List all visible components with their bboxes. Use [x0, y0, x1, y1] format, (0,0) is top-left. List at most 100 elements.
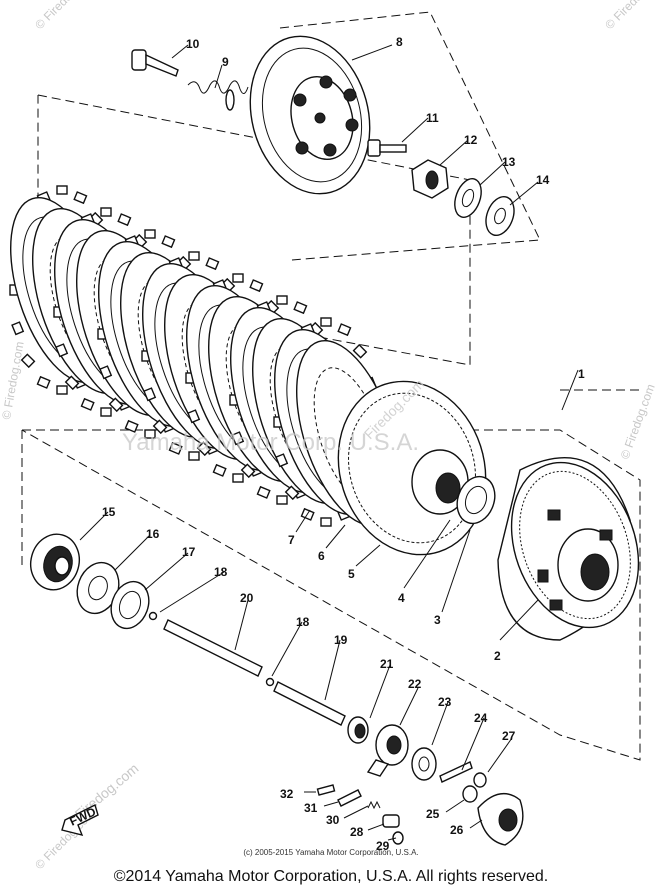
callout-numbers: 8 9 10 11 12 13 14 1 2 3 4 5 6 7 15 16 1…: [102, 35, 585, 853]
callout-22: 22: [408, 677, 422, 691]
plate-tooth: [144, 429, 156, 439]
callout-14: 14: [536, 173, 550, 187]
callout-2: 2: [494, 649, 501, 663]
callout-31: 31: [304, 801, 318, 815]
callout-27: 27: [502, 729, 516, 743]
part-13-washer: [454, 178, 482, 218]
callout-6: 6: [318, 549, 325, 563]
leader-lines: [79, 44, 579, 841]
part-5-clutch-boss: [337, 380, 487, 556]
plate-tooth: [56, 185, 68, 195]
part-32-pin: [316, 784, 336, 796]
callout-25: 25: [426, 807, 440, 821]
clutch-plate-stack: [9, 185, 400, 527]
callout-32: 32: [280, 787, 294, 801]
part-8-pressure-plate: [249, 35, 371, 195]
part-14-lock-washer: [485, 195, 515, 237]
callout-11: 11: [426, 111, 439, 125]
callout-23: 23: [438, 695, 452, 709]
callout-16: 16: [146, 527, 160, 541]
callout-7: 7: [288, 533, 295, 547]
part-27-cap: [473, 772, 487, 788]
callout-8: 8: [396, 35, 403, 49]
part-10-bolt: [131, 49, 179, 77]
plate-tooth: [320, 517, 332, 527]
plate-tooth: [188, 251, 200, 261]
plate-tooth: [231, 431, 245, 446]
plate-tooth: [108, 397, 124, 413]
callout-21: 21: [380, 657, 394, 671]
plate-tooth: [205, 257, 220, 271]
part-21-oil-seal: [347, 716, 369, 744]
callout-9: 9: [222, 55, 229, 69]
plate-tooth: [196, 441, 212, 457]
callout-20: 20: [240, 591, 254, 605]
watermark-corner-r: © Firedog.com: [618, 382, 658, 461]
callout-4: 4: [398, 591, 405, 605]
callout-13: 13: [502, 155, 516, 169]
callout-3: 3: [434, 613, 441, 627]
plate-tooth: [187, 409, 201, 424]
callout-17: 17: [182, 545, 196, 559]
callout-24: 24: [474, 711, 488, 725]
plate-tooth: [320, 317, 332, 327]
callout-19: 19: [334, 633, 348, 647]
plate-tooth: [20, 353, 36, 369]
plate-tooth: [36, 375, 51, 389]
part-11-push-bolt: [367, 139, 407, 157]
part-4-thrust-washer: [456, 475, 496, 525]
plate-tooth: [152, 419, 168, 435]
plate-tooth: [99, 365, 113, 380]
plate-tooth: [124, 419, 139, 433]
callout-28: 28: [350, 825, 364, 839]
callout-1: 1: [578, 367, 585, 381]
plate-tooth: [276, 295, 288, 305]
plate-tooth: [276, 495, 288, 505]
plate-tooth: [240, 463, 256, 479]
callout-26: 26: [450, 823, 464, 837]
callout-30: 30: [326, 813, 340, 827]
plate-tooth: [161, 235, 176, 249]
part-26-cover: [477, 792, 524, 846]
plate-tooth: [100, 407, 112, 417]
plate-tooth: [56, 385, 68, 395]
plate-tooth: [275, 453, 289, 468]
callout-15: 15: [102, 505, 116, 519]
part-30-spring: [367, 800, 381, 810]
callout-10: 10: [186, 37, 200, 51]
part-20-push-rod: [163, 619, 263, 677]
part-2-clutch-housing: [497, 456, 640, 641]
plate-tooth: [256, 485, 271, 499]
part-29-nut: [392, 831, 404, 845]
part-31-screw: [337, 789, 362, 807]
part-22-push-lever: [366, 724, 409, 777]
part-28-adjuster: [382, 814, 400, 828]
watermark-corner-tl: © Firedog.com: [32, 0, 98, 32]
watermark-center: Yamaha Motor Corp. U.S.A.: [122, 429, 419, 456]
part-19-push-rod: [273, 681, 346, 726]
plate-tooth: [249, 279, 264, 293]
plate-tooth: [284, 485, 300, 501]
callout-12: 12: [464, 133, 478, 147]
part-12-nut: [411, 159, 449, 199]
watermark-corner-l: © Firedog.com: [0, 340, 27, 420]
plate-tooth: [73, 191, 88, 205]
part-25-nut: [462, 785, 478, 803]
part-17-washer: [110, 580, 150, 630]
plate-tooth: [143, 387, 157, 402]
plate-tooth: [352, 343, 368, 359]
part-18-ball: [148, 611, 275, 687]
footer-copyright: ©2014 Yamaha Motor Corporation, U.S.A. A…: [113, 868, 549, 885]
plate-tooth: [100, 207, 112, 217]
callout-18a: 18: [214, 565, 228, 579]
plate-tooth: [232, 473, 244, 483]
part-24-screw: [439, 761, 473, 783]
part-9-spring: [187, 80, 249, 111]
plate-tooth: [168, 441, 183, 455]
part-15-bearing: [30, 533, 80, 591]
plate-tooth: [337, 323, 352, 337]
plate-tooth: [117, 213, 132, 227]
callout-5: 5: [348, 567, 355, 581]
plate-tooth: [64, 375, 80, 391]
